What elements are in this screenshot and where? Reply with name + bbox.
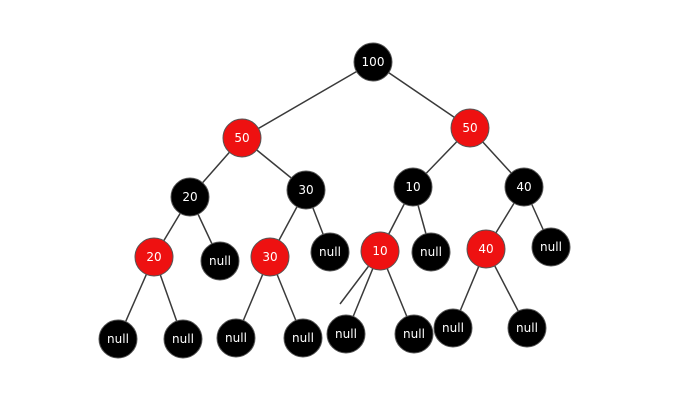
nodes-layer: 100 50 50 20 30 10 40 20 null 30 null 10 null 40 null n… (98, 42, 571, 359)
tree-node-black-30: 30 (286, 170, 326, 210)
node-label: null (540, 240, 562, 254)
node-label: 50 (234, 131, 249, 145)
node-label: 20 (146, 250, 161, 264)
tree-node-black-null: null (531, 227, 571, 267)
tree-node-black-20: 20 (170, 177, 210, 217)
tree-node-black-null: null (433, 308, 473, 348)
tree-node-red-30: 30 (250, 237, 290, 277)
node-label: null (403, 327, 425, 341)
node-circle (134, 237, 174, 277)
node-label: 40 (478, 242, 493, 256)
node-circle (393, 167, 433, 207)
node-circle (310, 232, 350, 272)
node-label: null (442, 321, 464, 335)
tree-node-black-null: null (163, 319, 203, 359)
node-circle (170, 177, 210, 217)
node-label: null (209, 254, 231, 268)
node-circle (531, 227, 571, 267)
node-circle (360, 231, 400, 271)
node-circle (326, 314, 366, 354)
tree-node-black-null: null (326, 314, 366, 354)
node-circle (507, 308, 547, 348)
node-circle (394, 314, 434, 354)
tree-node-black-null: null (394, 314, 434, 354)
tree-node-black-null: null (310, 232, 350, 272)
node-circle (98, 319, 138, 359)
node-label: 10 (372, 244, 387, 258)
tree-node-red-10: 10 (360, 231, 400, 271)
node-label: 10 (405, 180, 420, 194)
tree-node-red-50: 50 (222, 118, 262, 158)
tree-edge-n100-n50a (241, 61, 374, 139)
tree-node-black-null: null (411, 232, 451, 272)
tree-node-black-null: null (200, 241, 240, 281)
tree-node-black-40: 40 (504, 167, 544, 207)
tree-node-black-100: 100 (353, 42, 393, 82)
node-circle (163, 319, 203, 359)
node-label: null (292, 331, 314, 345)
node-circle (283, 318, 323, 358)
node-circle (466, 229, 506, 269)
node-label: null (319, 245, 341, 259)
tree-node-red-50: 50 (450, 108, 490, 148)
node-label: 100 (362, 55, 385, 69)
node-circle (411, 232, 451, 272)
node-label: null (107, 332, 129, 346)
node-label: null (420, 245, 442, 259)
node-circle (286, 170, 326, 210)
node-label: 50 (462, 121, 477, 135)
tree-node-black-null: null (283, 318, 323, 358)
node-label: 30 (262, 250, 277, 264)
node-label: 20 (182, 190, 197, 204)
node-circle (250, 237, 290, 277)
tree-node-red-40: 40 (466, 229, 506, 269)
node-circle (200, 241, 240, 281)
node-circle (450, 108, 490, 148)
node-circle (433, 308, 473, 348)
node-label: null (225, 331, 247, 345)
node-label: null (335, 327, 357, 341)
tree-node-red-20: 20 (134, 237, 174, 277)
node-circle (222, 118, 262, 158)
node-label: 30 (298, 183, 313, 197)
node-circle (216, 318, 256, 358)
tree-node-black-null: null (98, 319, 138, 359)
node-label: null (516, 321, 538, 335)
node-circle (504, 167, 544, 207)
node-label: null (172, 332, 194, 346)
tree-node-black-null: null (507, 308, 547, 348)
tree-node-black-null: null (216, 318, 256, 358)
tree-edge-n100-n50b (372, 61, 471, 129)
node-circle (353, 42, 393, 82)
tree-node-black-10: 10 (393, 167, 433, 207)
node-label: 40 (516, 180, 531, 194)
